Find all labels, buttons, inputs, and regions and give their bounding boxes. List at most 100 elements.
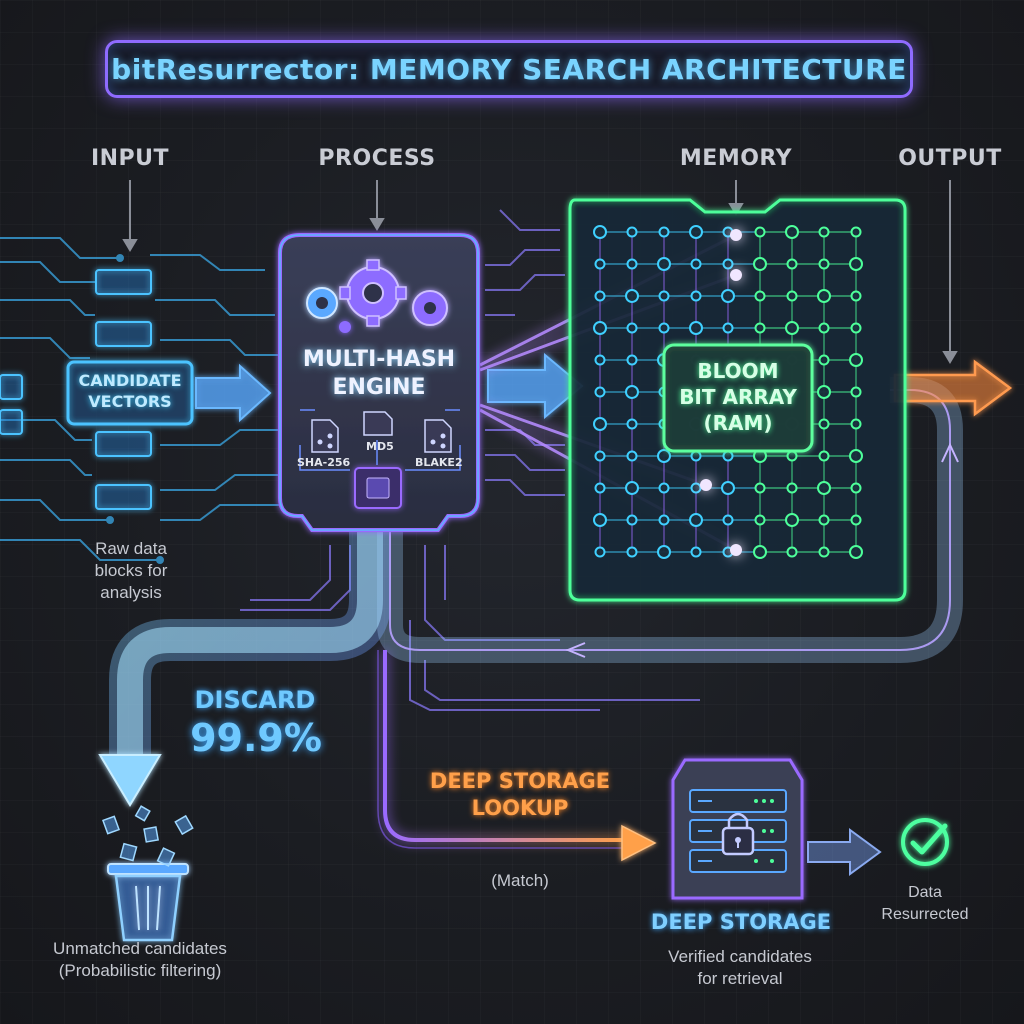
bit-node — [593, 417, 607, 431]
bit-node — [594, 482, 606, 494]
bit-node — [849, 449, 863, 463]
bit-node — [754, 322, 766, 334]
bit-node — [721, 289, 735, 303]
bit-node — [625, 289, 639, 303]
bit-node — [818, 514, 830, 526]
stage-label-memory: MEMORY — [679, 146, 793, 171]
bit-node — [722, 258, 734, 270]
bit-node — [818, 418, 830, 430]
bit-node — [850, 290, 862, 302]
bit-node — [722, 514, 734, 526]
bit-node — [657, 449, 671, 463]
stage-label-output: OUTPUT — [898, 146, 1002, 171]
bit-node — [849, 545, 863, 559]
bit-node — [625, 385, 639, 399]
engine-title-line1: MULTI-HASH — [302, 347, 456, 372]
bit-node — [594, 290, 606, 302]
candidate-vectors-caption: Raw data blocks for analysis — [66, 538, 196, 604]
bit-node — [849, 257, 863, 271]
bit-node — [658, 226, 670, 238]
small-gear-icon — [306, 287, 448, 333]
bit-node — [754, 226, 766, 238]
bloom-label-box — [662, 343, 814, 453]
caption-line: Raw data — [95, 539, 167, 558]
caption-line: Data — [908, 884, 942, 901]
bit-node — [753, 257, 767, 271]
hash-label-md5: MD5 — [366, 440, 394, 453]
bit-node — [657, 545, 671, 559]
stage-pointer-arrows — [122, 180, 958, 364]
data-blocks — [0, 269, 152, 510]
lookup-line — [383, 650, 625, 842]
bit-node — [753, 545, 767, 559]
bit-node — [721, 481, 735, 495]
bit-node — [754, 482, 766, 494]
lookup-label: DEEP STORAGE LOOKUP — [420, 768, 620, 822]
bit-node — [689, 513, 703, 527]
candidate-vectors-line1: CANDIDATE — [78, 371, 182, 390]
bit-node — [817, 289, 831, 303]
bit-node — [818, 354, 830, 366]
candidate-to-engine-arrow — [195, 363, 272, 423]
discard-caption: Unmatched candidates (Probabilistic filt… — [10, 938, 270, 982]
lookup-line2: LOOKUP — [471, 796, 569, 820]
bit-node — [785, 225, 799, 239]
caption-line: (Probabilistic filtering) — [58, 961, 222, 980]
storage-to-result-arrow — [807, 828, 882, 876]
bit-node — [658, 322, 670, 334]
page-title: bitResurrector: MEMORY SEARCH ARCHITECTU… — [111, 52, 907, 86]
bit-node — [786, 290, 798, 302]
bit-node — [786, 546, 798, 558]
engine-title: MULTI-HASH ENGINE — [284, 346, 474, 402]
return-pipe-chevron — [565, 642, 586, 658]
bit-node — [817, 481, 831, 495]
bit-node — [818, 226, 830, 238]
hash-label-blake2: BLAKE2 — [415, 456, 463, 469]
bit-node — [658, 482, 670, 494]
share-glyphs — [317, 433, 446, 449]
bit-node — [594, 258, 606, 270]
bloom-line2: BIT ARRAY — [679, 385, 797, 409]
discard-pipe — [117, 520, 383, 760]
candidate-vectors-box — [66, 360, 194, 426]
bit-node — [690, 258, 702, 270]
bit-node — [818, 258, 830, 270]
bit-node — [722, 322, 734, 334]
bit-node — [850, 514, 862, 526]
candidate-vectors-line2: VECTORS — [88, 392, 172, 411]
bloom-line1: BLOOM — [697, 359, 779, 383]
bit-node — [850, 418, 862, 430]
bit-node — [689, 321, 703, 335]
lookup-line-outline — [377, 650, 625, 849]
caption-line: analysis — [100, 583, 162, 602]
engine-circuit-traces — [240, 209, 700, 711]
beam-hit-points — [700, 229, 742, 556]
bit-node — [593, 321, 607, 335]
bit-node — [626, 258, 638, 270]
bit-node — [785, 513, 799, 527]
bloom-line3: (RAM) — [703, 411, 773, 435]
bit-node — [786, 258, 798, 270]
bit-node — [818, 322, 830, 334]
deep-storage-caption: Verified candidates for retrieval — [640, 946, 840, 990]
lookup-arrow-head — [621, 824, 657, 862]
trash-can-icon — [107, 863, 189, 942]
stage-label-process: PROCESS — [318, 146, 436, 171]
check-circle-icon — [901, 818, 949, 866]
input-circuit-traces — [0, 237, 280, 564]
engine-title-line2: ENGINE — [332, 375, 426, 400]
engine-frame-inner — [279, 234, 479, 531]
bit-node — [850, 226, 862, 238]
bit-node — [818, 546, 830, 558]
engine-to-bloom-arrow — [487, 352, 584, 420]
bit-node — [818, 450, 830, 462]
caption-line: blocks for — [94, 561, 168, 580]
discard-arrow-head — [98, 754, 162, 807]
bit-node — [626, 450, 638, 462]
return-pipe-chevron-up — [941, 442, 959, 463]
bit-node — [594, 450, 606, 462]
